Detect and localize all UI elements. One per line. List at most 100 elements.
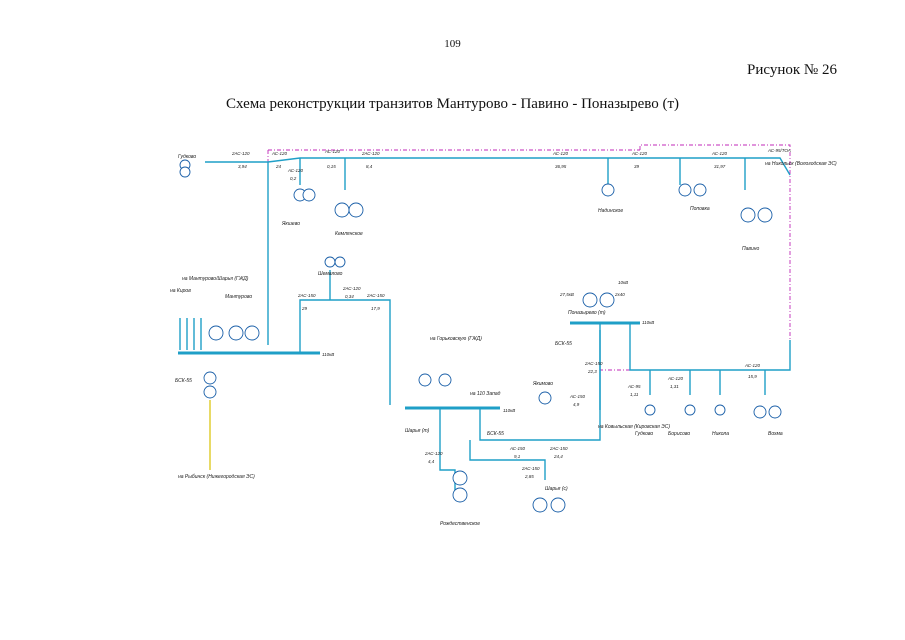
rating-275: 27,5кВ — [559, 292, 574, 297]
transformer-yakimov — [538, 391, 552, 405]
rating-110-shar: 110кВ — [503, 408, 515, 413]
line-label-l12-len: 17,9 — [371, 306, 380, 311]
note-gorky: на Горьковскую (ГЖД) — [430, 336, 482, 342]
transformer-vokhma — [753, 405, 782, 419]
rating-110-ponazyrevo: 110кВ — [642, 320, 654, 325]
line-label-l15-type: 2АС-120 — [424, 451, 443, 456]
line-label-l6-len: 36,95 — [555, 164, 567, 169]
transformer-rozhd — [452, 470, 468, 503]
transformer-ponazyrevo — [582, 292, 615, 308]
label-kemjanskoe: Кемлянское — [335, 231, 363, 237]
line-label-l13-type: АС-150 — [509, 446, 526, 451]
transformer-shar-s — [532, 497, 566, 513]
line-label-l17-len: 4,9 — [573, 402, 580, 407]
line-label-l9-type: АС-95/ТОА — [767, 148, 791, 153]
line-label-l15-len: 4,4 — [428, 459, 435, 464]
line-label-l2-len: 24 — [275, 164, 282, 169]
line-label-l8-type: АС-120 — [711, 151, 728, 156]
note-bsk3: БСК-55 — [555, 341, 572, 347]
line-label-l18-len: 22,3 — [587, 369, 597, 374]
transformer-gudkovo — [179, 159, 191, 178]
note-zap: на 110 Запад — [470, 391, 501, 397]
line-label-l3-type: АС-120 — [287, 168, 304, 173]
transformer-nadinsk — [601, 183, 615, 197]
label-yakimov: Якимово — [532, 381, 553, 387]
line-label-l5-len: 8,4 — [366, 164, 373, 169]
transformer-manturovo-low — [203, 371, 217, 399]
line-label-l14-len: 24,4 — [553, 454, 563, 459]
note-mantur: на Мантурово/Шарья (ГЖД) — [182, 276, 249, 282]
line-label-l13-len: 9,1 — [514, 454, 521, 459]
label-borisovo: Борисово — [668, 431, 690, 437]
transformer-shar — [418, 373, 452, 387]
line-label-l19-len: 15,9 — [748, 374, 757, 379]
label-yakshevo: Якшево — [281, 221, 300, 227]
label-shar-s: Шарья (с) — [545, 486, 568, 492]
label-manturovo: Мантурово — [225, 294, 252, 300]
line-label-l18-type: 2АС-150 — [584, 361, 603, 366]
line-label-l16-len: 2,85 — [524, 474, 534, 479]
line-label-l6-type: АС-120 — [552, 151, 569, 156]
page-number: 109 — [444, 38, 461, 50]
line-label-l20-type: АС-95 — [627, 384, 641, 389]
transformer-pavino — [740, 207, 773, 223]
line-label-l11-len: 29 — [301, 306, 308, 311]
line-label-l2-type: АС-120 — [271, 151, 288, 156]
shar-south — [469, 440, 546, 480]
transformer-shemalovo — [324, 256, 346, 268]
transformer-nikolo — [714, 404, 726, 416]
line-label-l21-type: АС-120 — [667, 376, 684, 381]
label-nadinskoe: Надинское — [598, 208, 623, 214]
transformer-kemjansk — [334, 202, 364, 218]
line-label-l4-type: АС-120 — [324, 149, 341, 154]
line-label-l10-len: 0,34 — [345, 294, 354, 299]
label-ponazyrevo: Поназырево (т) — [568, 310, 606, 316]
line-label-l4-len: 0,15 — [327, 164, 336, 169]
label-gudkovo2: Гудково — [635, 431, 653, 437]
line-label-l20-len: 1,11 — [630, 392, 639, 397]
transformer-manturovo — [208, 325, 260, 341]
line-label-l8-len: 31,97 — [714, 164, 726, 169]
top-line — [205, 157, 791, 176]
line-label-l10-type: 2АС-120 — [342, 286, 361, 291]
transformer-poponovo — [678, 183, 707, 197]
line-label-l16-type: 2АС-150 — [521, 466, 540, 471]
line-label-l19-type: АС-120 — [744, 363, 761, 368]
line-label-l21-len: 1,31 — [670, 384, 679, 389]
note-bsk1: БСК-55 — [175, 378, 192, 384]
line-label-l12-type: 2АС-150 — [366, 293, 385, 298]
line-label-l1-len: 3,94 — [238, 164, 247, 169]
line-label-l11-type: 2АС-150 — [297, 293, 316, 298]
label-shemalovo: Шемалово — [318, 271, 343, 277]
line-label-l1-type: 2АС-120 — [231, 151, 250, 156]
manturovo-to-shemalovo — [299, 299, 391, 405]
diagram-title: Схема реконструкции транзитов Мантурово … — [225, 96, 680, 112]
note-rybinsk: на Рыбинск (Нижегородская ЭС) — [178, 474, 255, 480]
rating-10kv: 10кВ — [618, 280, 628, 285]
line-label-l17-type: АС-150 — [569, 394, 586, 399]
ponazyrevo-east — [629, 323, 791, 371]
note-bsk2: БСК-55 — [487, 431, 504, 437]
transformer-gudkovo2 — [644, 404, 656, 416]
line-label-l5-type: 2АС-120 — [361, 151, 380, 156]
line-label-l7-len: 39 — [634, 164, 640, 169]
label-poponovo: Поповка — [690, 206, 710, 212]
line-label-l14-type: 2АС-150 — [549, 446, 568, 451]
note-kirov: на Киров — [170, 288, 191, 294]
label-pavino: Павино — [742, 246, 760, 252]
note-vologda: на Никольск (Вологодская ЭС) — [765, 161, 837, 167]
dashed-boundary — [267, 144, 791, 371]
rating-2x40: 2х40 — [614, 292, 625, 297]
label-nikolo: Никола — [712, 431, 729, 437]
transformer-borisovo — [684, 404, 696, 416]
rating-110-manturovo: 110кВ — [322, 352, 334, 357]
label-rozhdestvenskoe: Рождественское — [440, 521, 480, 527]
line-label-l3-len: 0,2 — [290, 176, 297, 181]
line-label-l7-type: АС-120 — [631, 151, 648, 156]
note-koviazh: на Ковыльская (Кировская ЭС) — [598, 424, 670, 430]
transformer-yakshevo — [293, 188, 316, 202]
label-shar-t: Шарья (т) — [405, 428, 430, 434]
label-gudkovo: Гудково — [178, 154, 196, 160]
figure-label: Рисунок № 26 — [747, 62, 837, 78]
